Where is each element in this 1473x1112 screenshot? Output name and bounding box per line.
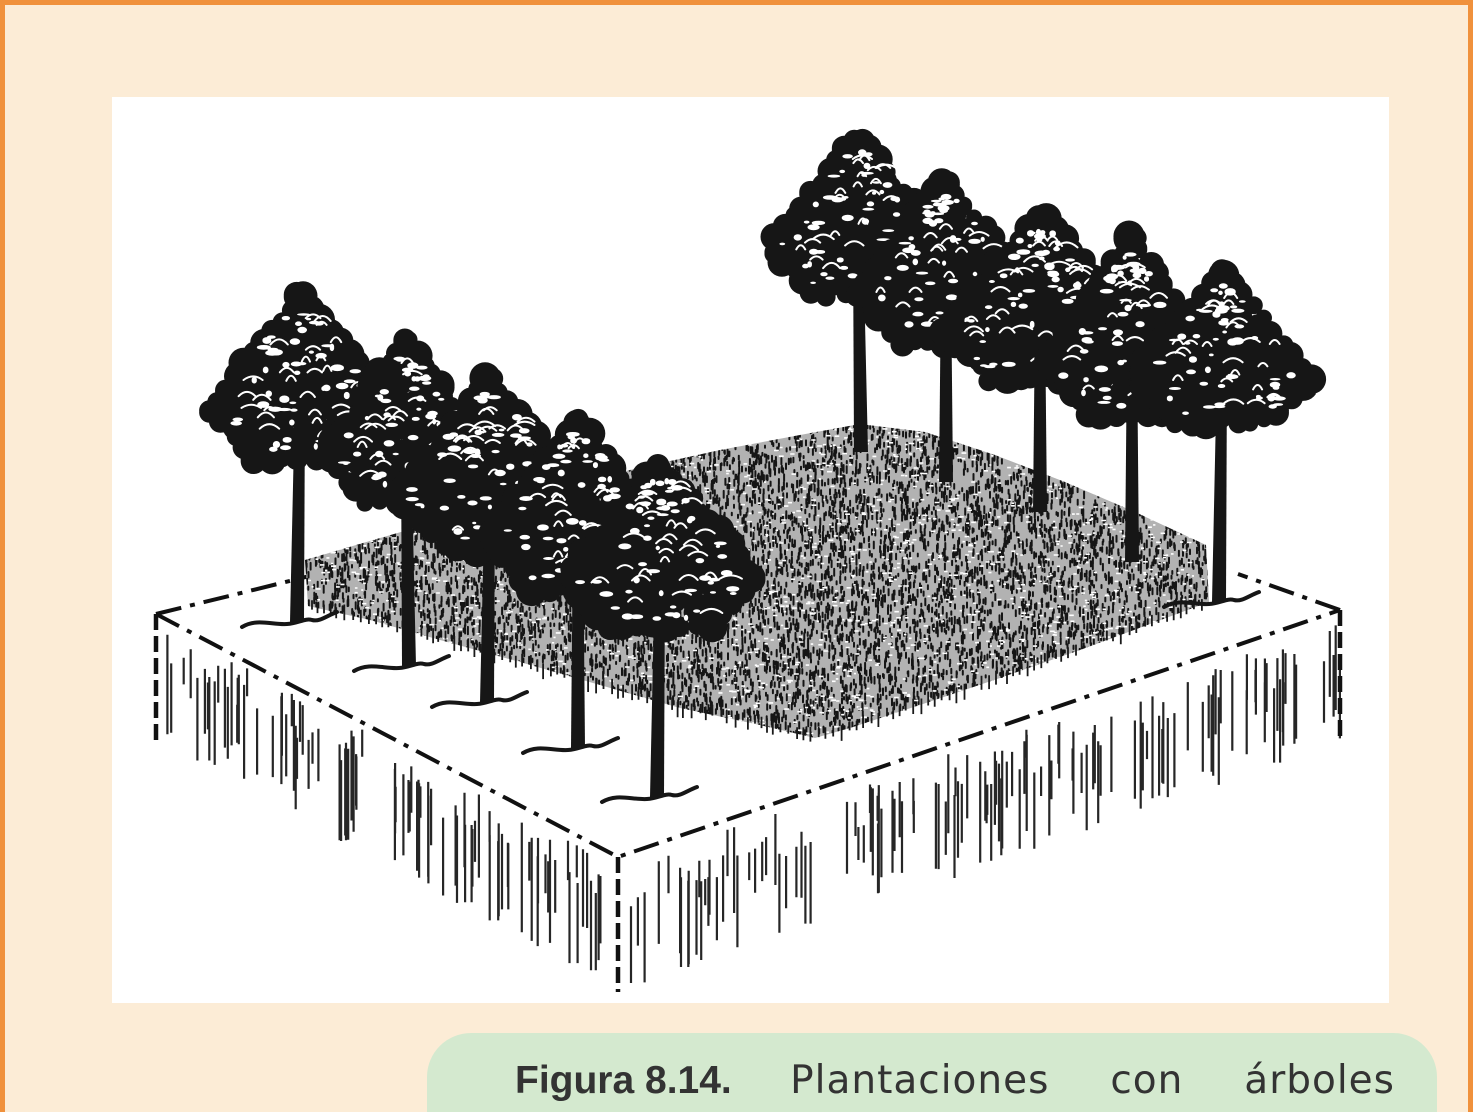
ground-plot-front-edges — [155, 608, 1341, 860]
figure-caption-text: Plantaciones con árboles — [790, 1058, 1395, 1103]
agroforestry-plantation-drawing — [153, 128, 1343, 992]
tree-roots — [600, 785, 699, 804]
tree-foliage-highlights — [1152, 283, 1296, 415]
figure-caption: Figura 8.14. Plantaciones con árboles — [515, 1058, 1395, 1104]
tree-branch-tiers — [237, 313, 372, 438]
tree-roots — [352, 654, 451, 673]
ground-plot-corners — [153, 610, 1343, 992]
soil-hatching — [166, 625, 1341, 983]
figure-caption-box: Figura 8.14. Plantaciones con árboles — [427, 1033, 1437, 1112]
figure-illustration — [112, 97, 1389, 1003]
figure-caption-label: Figura 8.14. — [515, 1059, 732, 1102]
tree-foliage-highlights — [779, 149, 931, 289]
tree-roots — [521, 736, 620, 755]
tree — [1129, 259, 1327, 609]
tree-roots — [240, 610, 339, 629]
tree-foliage-highlights — [230, 313, 378, 452]
tree-branch-tiers — [1165, 291, 1281, 405]
tree-roots — [1162, 590, 1261, 609]
tree — [560, 454, 766, 804]
tree-foliage-highlights — [405, 391, 559, 540]
tree-branch-tiers — [590, 480, 743, 614]
tree-roots — [430, 690, 529, 709]
tree-foliage-highlights — [575, 478, 740, 621]
